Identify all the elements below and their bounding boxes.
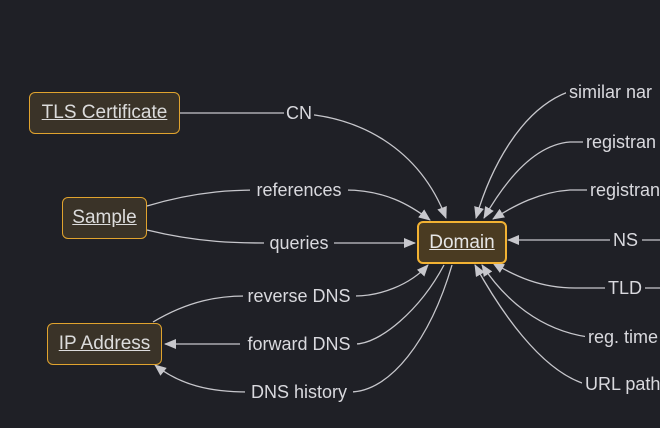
node-domain-label: Domain xyxy=(429,231,495,253)
edge-registrant2 xyxy=(492,189,590,220)
node-domain[interactable]: Domain xyxy=(417,221,507,264)
edge-label-ns: NS xyxy=(613,230,638,250)
edge-sample-queries xyxy=(146,229,416,248)
node-ip-address[interactable]: IP Address xyxy=(47,323,162,365)
edge-label-group: CN references queries reverse DNS forwar… xyxy=(240,81,660,403)
edge-label-reg-time: reg. time xyxy=(588,327,658,347)
edge-label-reverse-dns: reverse DNS xyxy=(247,286,350,306)
edge-label-registrant-1: registran xyxy=(586,132,656,152)
edge-label-registrant-2: registran xyxy=(590,180,660,200)
node-tls-certificate-label: TLS Certificate xyxy=(41,102,168,123)
edge-url-path xyxy=(474,264,586,385)
edge-label-dns-history: DNS history xyxy=(251,382,347,402)
edge-label-references: references xyxy=(256,180,341,200)
edge-reg-time xyxy=(481,264,589,338)
edge-dns-history xyxy=(154,264,453,393)
edge-label-tld: TLD xyxy=(608,278,642,298)
node-ip-address-label: IP Address xyxy=(58,333,151,354)
edge-tls-domain xyxy=(180,112,447,219)
edge-similar xyxy=(474,91,569,219)
edge-label-similar: similar nar xyxy=(569,82,652,102)
edge-label-queries: queries xyxy=(269,233,328,253)
edge-registrant1 xyxy=(483,141,586,219)
edge-tld xyxy=(493,263,660,289)
node-tls-certificate[interactable]: TLS Certificate xyxy=(29,92,180,134)
edge-label-url-path: URL path xyxy=(585,374,660,394)
node-sample-label: Sample xyxy=(72,207,137,228)
edge-label-forward-dns: forward DNS xyxy=(247,334,350,354)
node-sample[interactable]: Sample xyxy=(62,197,147,239)
edge-label-cn: CN xyxy=(286,103,312,123)
